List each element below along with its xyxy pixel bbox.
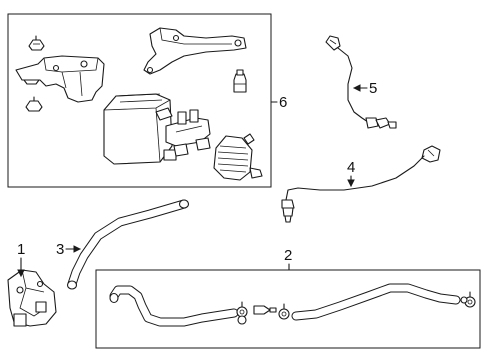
callout-2: 2 — [284, 247, 292, 264]
bracket-item-1 — [7, 269, 57, 327]
callout-5: 5 — [369, 80, 377, 97]
hose-item-2-right — [291, 283, 461, 321]
charcoal-canister — [103, 93, 211, 165]
canister-filter — [213, 133, 263, 181]
upper-bracket — [143, 27, 247, 75]
canister-group-frame — [7, 13, 272, 188]
upper-oxygen-sensor — [325, 35, 397, 129]
hose-item-3 — [66, 199, 190, 290]
callout-3: 3 — [56, 241, 64, 258]
canister-bracket — [15, 55, 105, 103]
push-clip-top — [28, 35, 45, 51]
hose-clamp-3 — [460, 291, 476, 308]
callout-6: 6 — [279, 94, 287, 111]
hose-clamp-2 — [278, 303, 290, 320]
vent-valve — [233, 69, 247, 93]
callout-4: 4 — [347, 159, 355, 176]
push-clip-bottom — [25, 96, 43, 112]
hose-connector — [253, 305, 277, 315]
lower-oxygen-sensor — [281, 145, 441, 223]
callout-1: 1 — [17, 241, 25, 258]
hose-item-2-left — [109, 285, 239, 327]
hose-clamp-1 — [236, 301, 248, 325]
hose-group-frame — [95, 269, 481, 349]
